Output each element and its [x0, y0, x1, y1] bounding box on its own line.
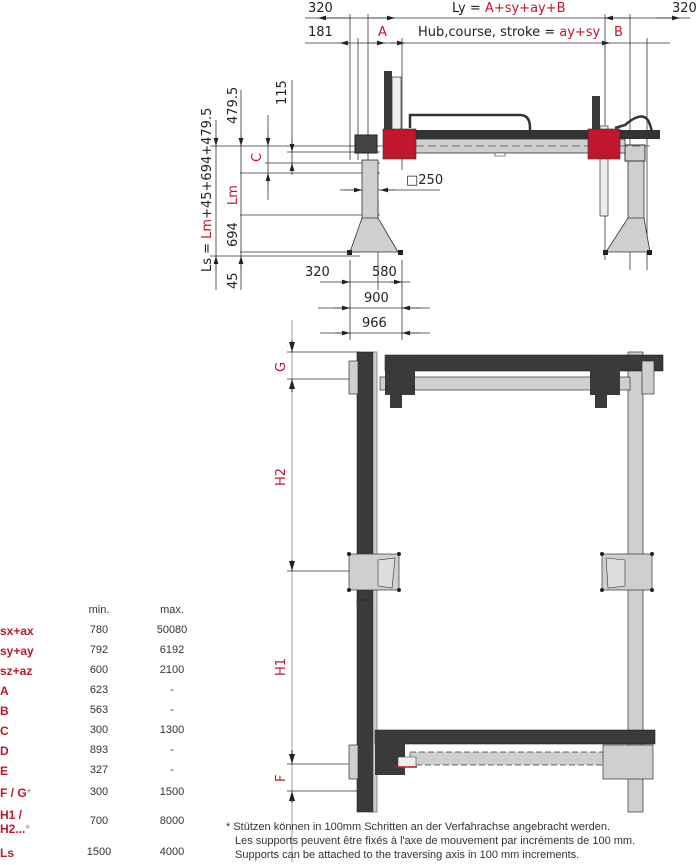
row-label: C: [0, 724, 9, 738]
ly-label: Ly =: [452, 1, 481, 16]
row-label: sx+ax: [0, 624, 34, 638]
dim-lm: Lm: [226, 185, 241, 205]
row-min: 563: [89, 704, 109, 716]
header-min: min.: [88, 604, 110, 616]
row-min: 1500: [86, 846, 112, 858]
ls-lm: Lm: [200, 219, 215, 239]
ls-prefix: Ls =: [200, 243, 215, 272]
row-min: 780: [89, 624, 109, 636]
dim-181: 181: [308, 25, 333, 40]
side-view: [210, 14, 690, 340]
row-max: 1300: [159, 724, 185, 736]
row-label: F / G: [0, 786, 27, 800]
table-row: H1 /H2...* 700 8000: [0, 808, 200, 838]
top-view: G H2 H1 F: [274, 320, 664, 862]
row-label: sy+ay: [0, 644, 34, 658]
table-header: min. max.: [0, 604, 200, 622]
footnote-fr: Les supports peuvent être fixés à l'axe …: [235, 835, 636, 847]
dim-left-320: 320: [308, 1, 333, 16]
row-min: 700: [89, 815, 109, 827]
footnote-de: * Stützen können in 100mm Schritten an d…: [226, 821, 611, 833]
row-max: -: [170, 704, 174, 716]
row-max: 8000: [159, 815, 185, 827]
dim-f: F: [274, 775, 289, 782]
row-max: 2100: [159, 664, 185, 676]
row-label: H1 /: [0, 808, 23, 822]
dim-115: 115: [275, 80, 290, 105]
dim-h2: H2: [274, 468, 289, 486]
table-row: E 327 -: [0, 764, 200, 782]
table-row: C 300 1300: [0, 724, 200, 742]
ly-formula: A+sy+ay+B: [485, 1, 566, 16]
row-label: A: [0, 684, 9, 698]
svg-text:Ls = Lm+45+694+479.5: Ls = Lm+45+694+479.5: [200, 108, 215, 272]
row-min: 893: [89, 744, 109, 756]
svg-text:Ly = A+sy+ay+B: Ly = A+sy+ay+B: [452, 1, 566, 16]
row-max: 4000: [159, 846, 185, 858]
row-min: 327: [89, 764, 109, 776]
dim-45: 45: [226, 272, 241, 289]
svg-text:Hub,course, stroke = ay+sy: Hub,course, stroke = ay+sy: [418, 25, 601, 40]
dim-g: G: [274, 362, 289, 372]
row-min: 600: [89, 664, 109, 676]
header-max: max.: [160, 604, 184, 616]
dim-square-250: □250: [406, 173, 443, 188]
row-max: 6192: [159, 644, 185, 656]
row-label: Ls: [0, 846, 15, 860]
dim-right-320: 320: [672, 1, 697, 16]
stroke-formula: ay+sy: [559, 25, 600, 40]
table-row: sy+ay 792 6192: [0, 644, 200, 662]
dim-base-966: 966: [362, 316, 387, 331]
dim-h1: H1: [274, 658, 289, 676]
table-row: Ls 1500 4000: [0, 846, 200, 864]
row-max: -: [170, 764, 174, 776]
dim-base-320: 320: [305, 265, 330, 280]
table-row: D 893 -: [0, 744, 200, 762]
footnote: * Stützen können in 100mm Schritten an d…: [226, 820, 635, 862]
dim-a: A: [378, 25, 387, 40]
asterisk: *: [26, 786, 32, 800]
footnote-en: Supports can be attached to the traversi…: [235, 849, 580, 861]
table-row: sz+az 600 2100: [0, 664, 200, 682]
dim-479-5: 479.5: [226, 87, 241, 124]
stroke-label: Hub,course, stroke =: [418, 25, 555, 40]
row-min: 300: [89, 786, 109, 798]
row-max: -: [170, 684, 174, 696]
dim-base-580: 580: [372, 265, 397, 280]
asterisk: *: [25, 822, 31, 836]
row-min: 623: [89, 684, 109, 696]
row-label: E: [0, 764, 9, 778]
dim-c: C: [250, 153, 265, 162]
row-label: D: [0, 744, 9, 758]
dim-b: B: [614, 25, 623, 40]
row-min: 792: [89, 644, 109, 656]
table-row: A 623 -: [0, 684, 200, 702]
dim-base-900: 900: [364, 291, 389, 306]
side-view-labels: 320 320 Ly = A+sy+ay+B 181 A Hub,course,…: [200, 1, 697, 331]
row-label: sz+az: [0, 664, 33, 678]
row-max: -: [170, 744, 174, 756]
ls-rest: +45+694+479.5: [200, 108, 215, 219]
gantry-side-view: [347, 71, 660, 255]
row-max: 50080: [156, 624, 188, 636]
dim-694: 694: [226, 222, 241, 247]
row-label-2: H2...: [0, 822, 26, 836]
table-row: F / G* 300 1500: [0, 786, 200, 804]
table-row: B 563 -: [0, 704, 200, 722]
row-max: 1500: [159, 786, 185, 798]
table-row: sx+ax 780 50080: [0, 624, 200, 642]
row-min: 300: [89, 724, 109, 736]
row-label: B: [0, 704, 9, 718]
